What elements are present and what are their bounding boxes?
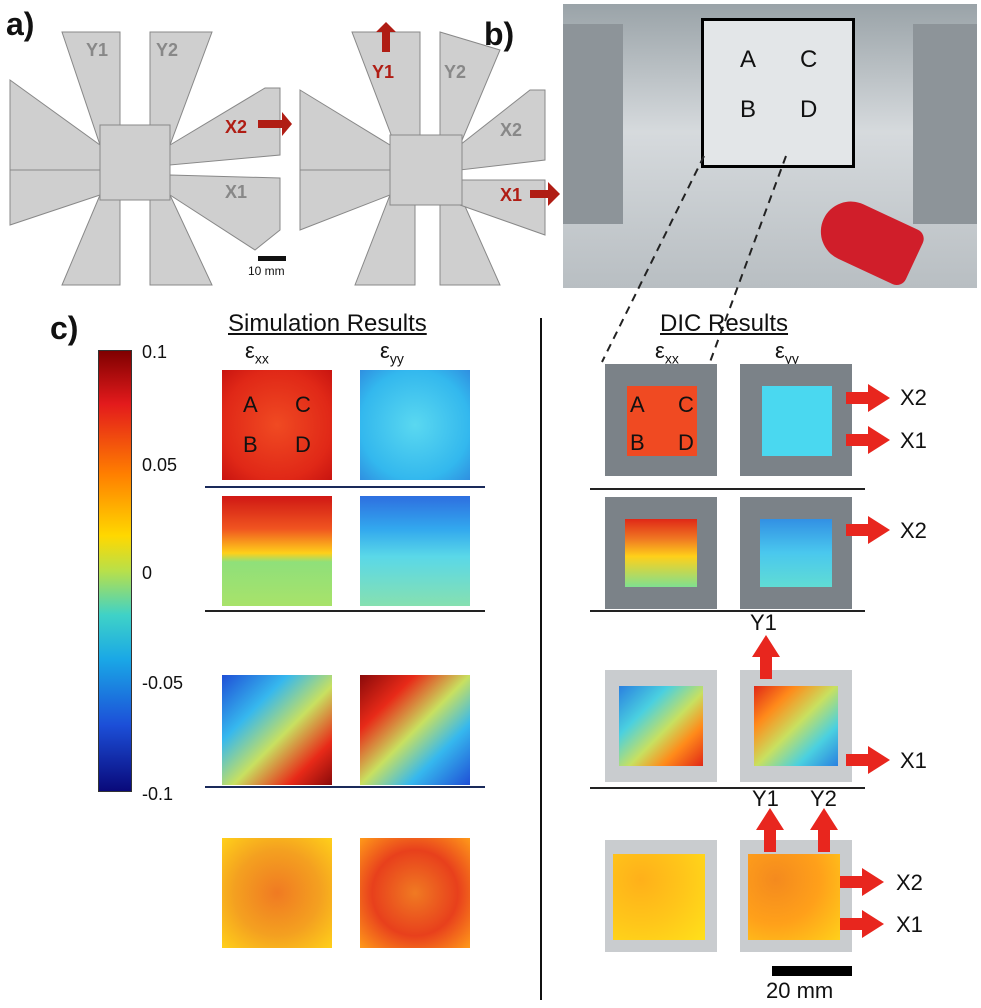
- dic-region-d: D: [678, 430, 694, 455]
- arrow-row4-y2: [810, 808, 838, 852]
- arrow-row1-x2: [846, 384, 890, 412]
- colorbar-tick-3: 0: [142, 563, 153, 583]
- dic-region-a: A: [630, 392, 645, 417]
- dic-exx-row2: [625, 519, 697, 587]
- label-row4-y2: Y2: [810, 786, 837, 811]
- arrow-row3-y1: [752, 635, 780, 679]
- simulation-title: Simulation Results: [228, 310, 427, 337]
- dic-divider-3: [590, 787, 865, 789]
- dic-eyy-row3: [754, 686, 838, 766]
- sim-region-d: D: [295, 432, 311, 457]
- colorbar-tick-1: 0.1: [142, 342, 168, 362]
- scale-10mm: 10 mm: [248, 264, 285, 278]
- dic-title: DIC Results: [660, 310, 789, 337]
- dic-eyy-row4-frame: [740, 840, 852, 952]
- dic-divider-2: [590, 610, 865, 612]
- dic-eyy-row2: [760, 519, 832, 587]
- arrow-row1-x1: [846, 426, 890, 454]
- panel-a-label: a): [6, 6, 35, 42]
- arrow-row4-y1: [756, 808, 784, 852]
- label-row4-x1: X1: [896, 912, 923, 937]
- photo-region-b: B: [740, 96, 757, 123]
- photo-roi-box: [701, 18, 855, 168]
- colorbar-tick-4: -0.05: [142, 673, 184, 693]
- dic-eyy-row1: [762, 386, 832, 456]
- dic-region-c: C: [678, 392, 694, 417]
- dic-col-exx: εxx: [655, 338, 679, 367]
- arrow-row2-x2: [846, 516, 890, 544]
- dic-exx-row4-frame: [605, 840, 717, 952]
- sim-region-b: B: [243, 432, 258, 457]
- colorbar: [98, 350, 132, 792]
- label-row3-x1: X1: [900, 748, 927, 773]
- dic-divider-1: [590, 488, 865, 490]
- zoom-connectors: [601, 155, 787, 363]
- photo-left-fixture: [563, 24, 623, 224]
- arrow-row3-x1: [846, 746, 890, 774]
- sim-exx-row4: [222, 838, 332, 948]
- sim-eyy-row1: [360, 370, 470, 480]
- dic-eyy-row2-frame: [740, 497, 852, 609]
- right-label-x1: X1: [500, 185, 523, 205]
- sim-region-a: A: [243, 392, 258, 417]
- photo-region-c: C: [800, 46, 818, 73]
- dic-exx-row2-frame: [605, 497, 717, 609]
- colorbar-tick-2: 0.05: [142, 455, 178, 475]
- dic-eyy-row1-frame: [740, 364, 852, 476]
- photo-right-fixture: [913, 24, 977, 224]
- sim-eyy-row3: [360, 675, 470, 785]
- sim-region-c: C: [295, 392, 311, 417]
- left-label-y2: Y2: [156, 40, 179, 60]
- dic-exx-row3-frame: [605, 670, 717, 782]
- sim-divider-3: [205, 786, 485, 788]
- scale-bar-20mm: [772, 966, 852, 976]
- label-row4-y1: Y1: [752, 786, 779, 811]
- panel-c-label: c): [50, 310, 79, 346]
- sim-col-exx: εxx: [245, 338, 269, 367]
- dic-col-eyy: εyy: [775, 338, 799, 367]
- left-label-x1: X1: [225, 182, 248, 202]
- sim-exx-row3: [222, 675, 332, 785]
- dic-region-b: B: [630, 430, 645, 455]
- arrow-row4-x1: [840, 910, 884, 938]
- dic-exx-row1: [627, 386, 697, 456]
- label-row4-x2: X2: [896, 870, 923, 895]
- left-label-x2: X2: [225, 117, 248, 137]
- label-row2-x2: X2: [900, 518, 927, 543]
- sim-exx-row1: [222, 370, 332, 480]
- scale-20mm-label: 20 mm: [766, 978, 834, 1003]
- left-label-y1: Y1: [86, 40, 109, 60]
- sim-eyy-row2: [360, 496, 470, 606]
- sim-eyy-row4: [360, 838, 470, 948]
- sim-exx-row2: [222, 496, 332, 606]
- dic-eyy-row3-frame: [740, 670, 852, 782]
- panel-b-label: b): [484, 16, 515, 52]
- arrow-row4-x2: [840, 868, 884, 896]
- photo-region-d: D: [800, 96, 818, 123]
- specimen-photo: [563, 4, 977, 289]
- right-label-x2: X2: [500, 120, 523, 140]
- dic-exx-row4: [613, 854, 705, 940]
- label-row3-y1: Y1: [750, 610, 777, 635]
- colorbar-tick-5: -0.1: [142, 784, 174, 804]
- dic-eyy-row4: [748, 854, 840, 940]
- sim-col-eyy: εyy: [380, 338, 404, 367]
- sim-divider-2: [205, 610, 485, 612]
- dic-exx-row3: [619, 686, 703, 766]
- dic-exx-row1-frame: [605, 364, 717, 476]
- label-row1-x2: X2: [900, 385, 927, 410]
- cruciform-diagrams: [9, 22, 560, 286]
- label-row1-x1: X1: [900, 428, 927, 453]
- photo-region-a: A: [740, 46, 757, 73]
- sim-divider-1: [205, 486, 485, 488]
- right-label-y2: Y2: [444, 62, 467, 82]
- right-label-y1: Y1: [372, 62, 395, 82]
- section-separator: [540, 318, 542, 1000]
